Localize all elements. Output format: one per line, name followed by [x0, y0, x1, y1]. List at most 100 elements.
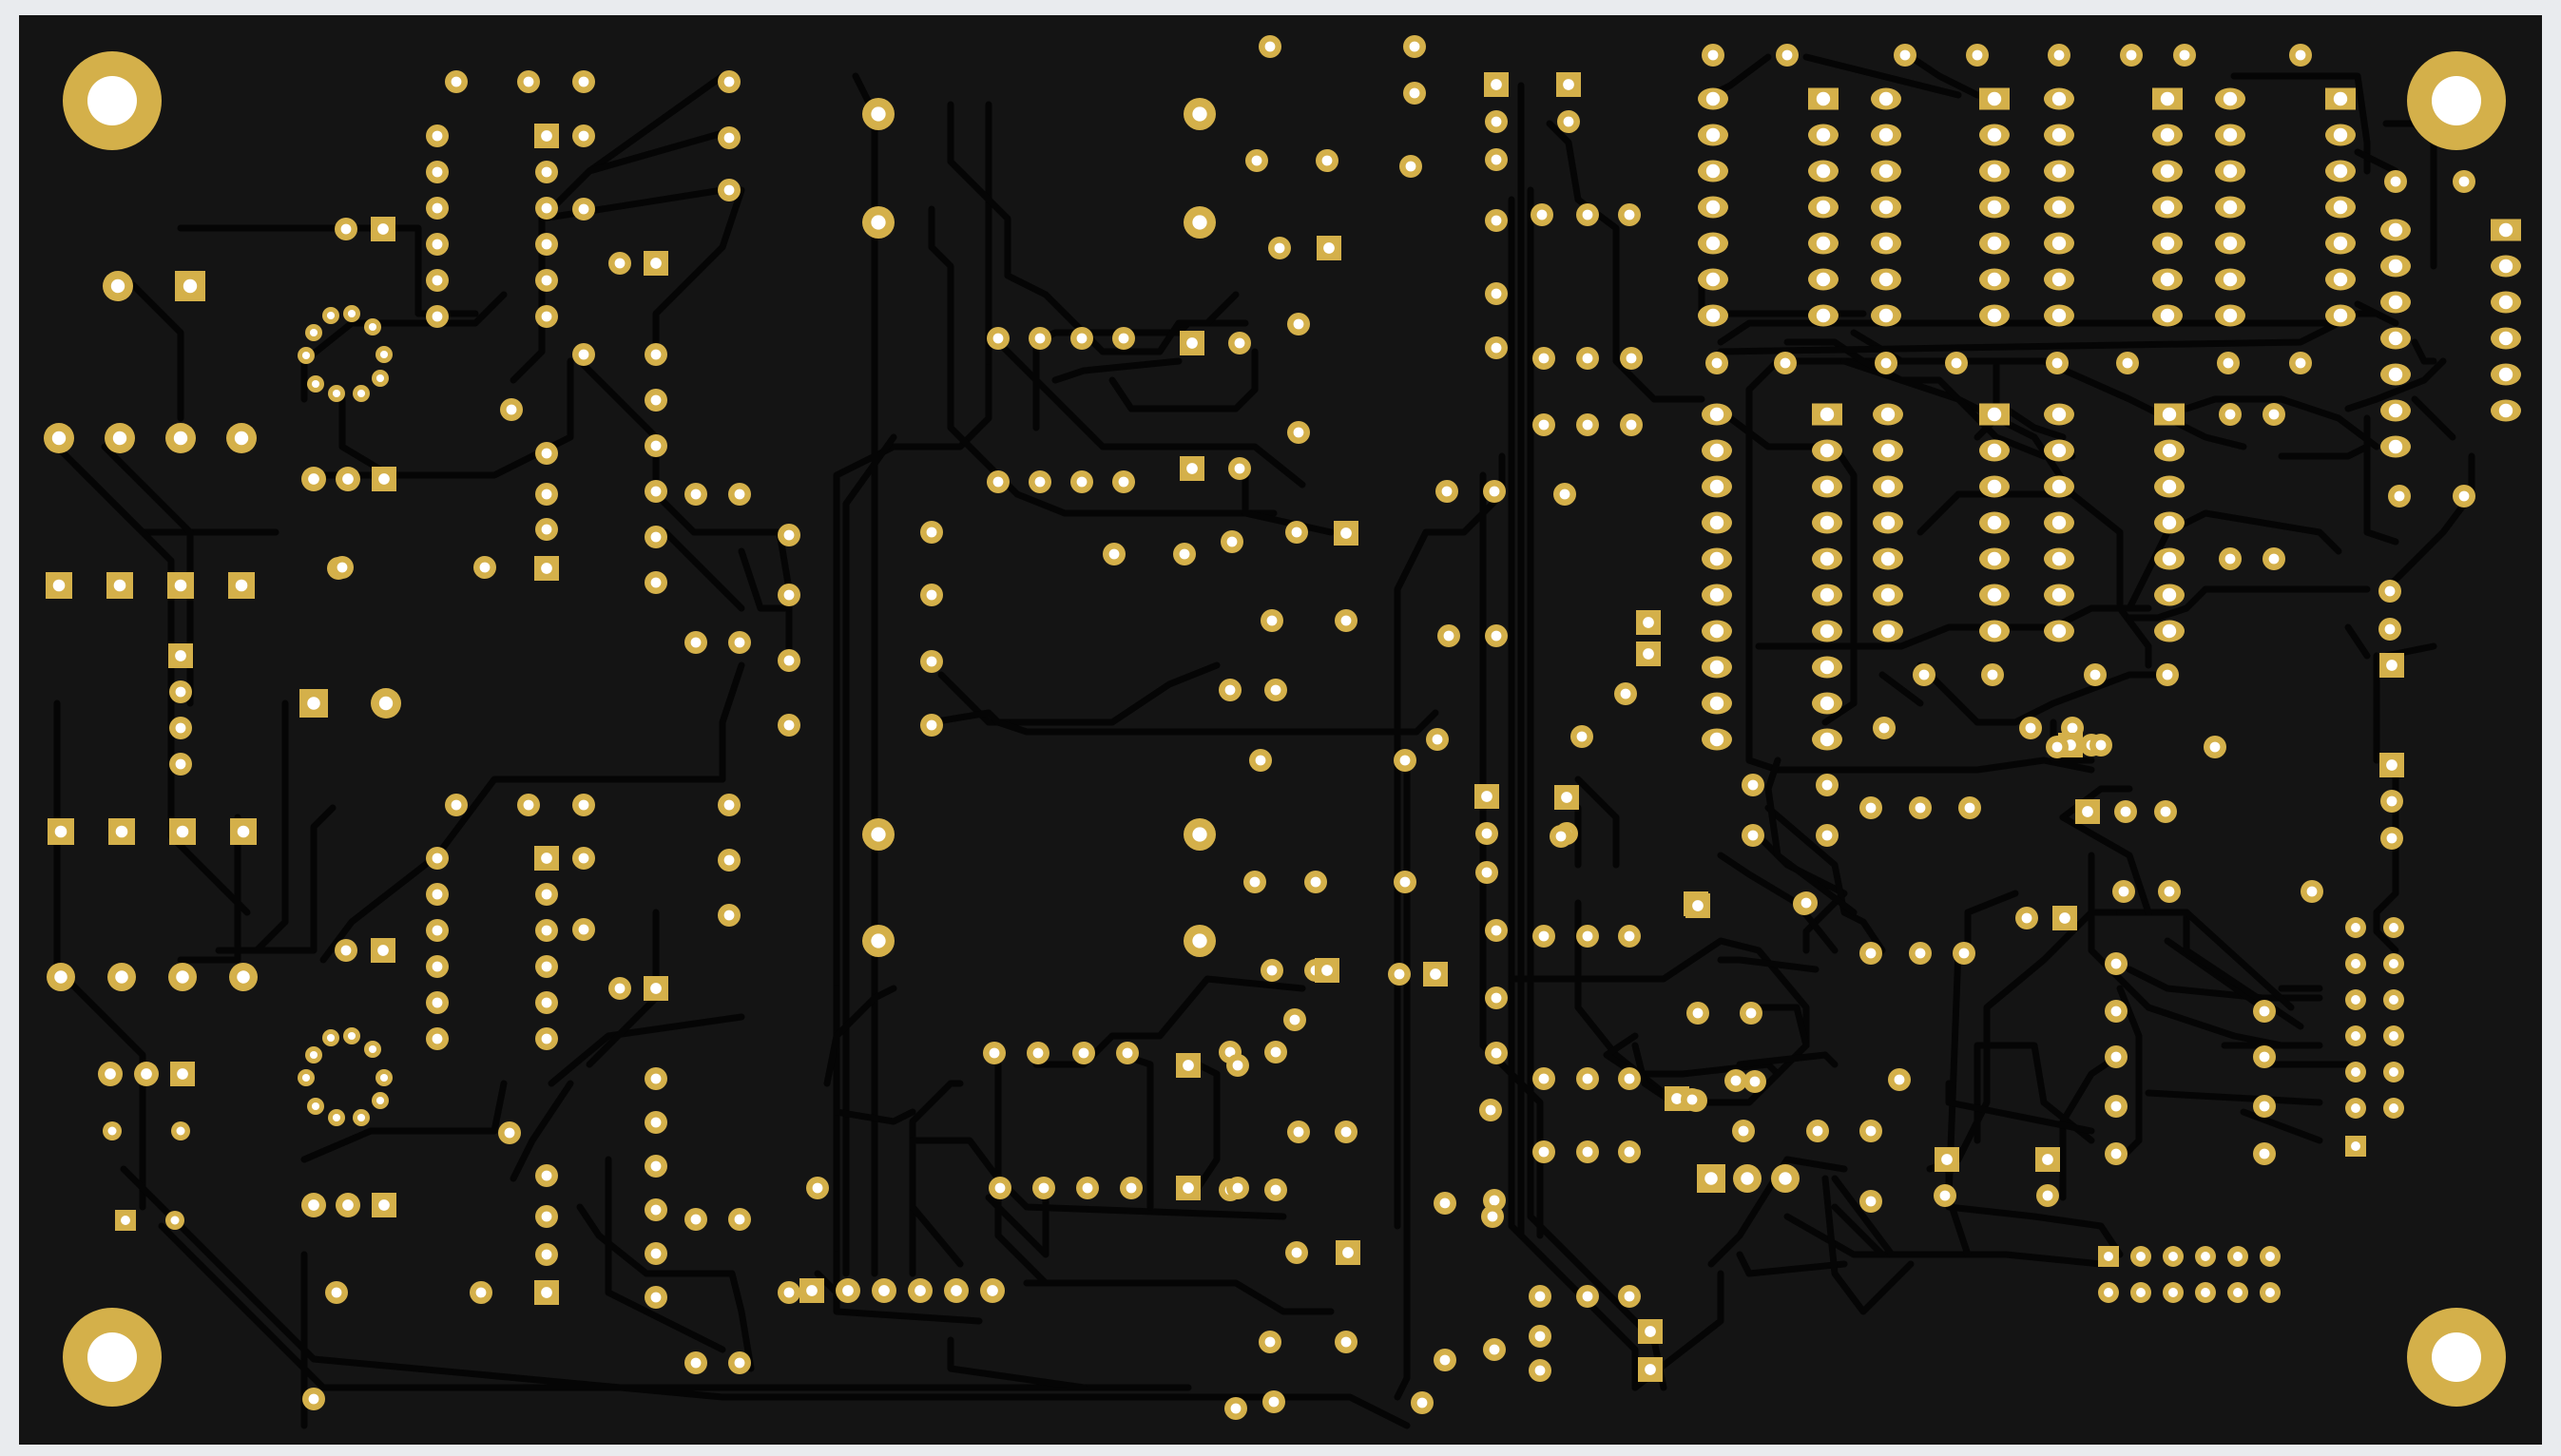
round-pad: [1426, 728, 1449, 751]
pad-drill: [1820, 479, 1835, 494]
mounting-holes: [63, 51, 2506, 1407]
pad-drill: [175, 758, 186, 770]
round-pad: [1120, 1177, 1143, 1199]
pad-drill: [1626, 419, 1637, 431]
square-pad: [534, 124, 559, 148]
square-pad: [228, 572, 255, 599]
pad-drill: [432, 275, 443, 286]
pad-drill: [994, 1182, 1006, 1194]
round-pad: [1620, 347, 1643, 370]
round-pad: [305, 324, 322, 341]
pad-drill: [2053, 49, 2065, 61]
round-pad: [2044, 547, 2074, 570]
pad-drill: [541, 997, 552, 1008]
pad-drill: [1192, 215, 1207, 230]
copper-trace: [823, 985, 897, 1087]
round-pad: [1072, 1042, 1095, 1064]
round-pad: [2044, 511, 2074, 534]
round-pad: [2215, 268, 2245, 291]
round-pad: [1702, 439, 1732, 462]
round-pad: [1485, 624, 1508, 647]
round-pad: [1812, 656, 1842, 679]
round-pad: [1702, 547, 1732, 570]
round-pad: [1981, 663, 2004, 686]
pad-drill: [2233, 1252, 2243, 1261]
pad-drill: [2051, 357, 2063, 369]
pad-drill: [650, 486, 662, 497]
pad-drill: [1880, 357, 1892, 369]
pad-drill: [1709, 551, 1724, 566]
pad-drill: [1264, 41, 1276, 52]
copper-trace: [576, 1203, 755, 1372]
pad-drill: [121, 1216, 130, 1225]
round-pad: [1871, 268, 1901, 291]
pad-drill: [432, 889, 443, 900]
round-pad: [445, 794, 468, 816]
round-pad: [1226, 1177, 1249, 1199]
round-pad: [1806, 1120, 1829, 1142]
round-pad: [1743, 1070, 1766, 1093]
round-pad: [500, 398, 523, 421]
round-pad: [1184, 925, 1216, 957]
pad-drill: [1491, 1047, 1502, 1059]
pad-drill: [734, 637, 745, 648]
round-pad: [1434, 1192, 1456, 1215]
pad-drill: [2042, 1190, 2053, 1201]
pad-drill: [2162, 443, 2177, 458]
pad-drill: [2268, 409, 2280, 420]
pad-drill: [432, 853, 443, 864]
square-pad: [1484, 72, 1509, 97]
pad-drill: [2389, 995, 2398, 1005]
pad-drill: [2389, 1103, 2398, 1113]
round-pad: [1261, 959, 1283, 982]
round-pad: [645, 1286, 667, 1309]
pad-drill: [2051, 587, 2067, 603]
round-pad: [1184, 98, 1216, 130]
round-pad: [1812, 728, 1842, 751]
copper-trace: [1717, 319, 2333, 346]
pad-drill: [1538, 930, 1550, 942]
copper-trace: [1546, 120, 1705, 403]
round-pad: [608, 977, 631, 1000]
pad-drill: [1816, 272, 1831, 287]
round-pad: [353, 385, 370, 402]
round-pad: [2215, 87, 2245, 110]
pad-drill: [541, 889, 552, 900]
pad-drill: [2051, 479, 2067, 494]
round-pad: [1618, 1285, 1641, 1308]
round-pad: [1873, 403, 1903, 426]
copper-trace: [1916, 490, 2152, 669]
copper-trace: [2183, 395, 2380, 450]
pad-drill: [2104, 1288, 2113, 1297]
pad-drill: [2179, 49, 2190, 61]
pad-drill: [1880, 479, 1896, 494]
round-pad: [1873, 717, 1896, 739]
round-pad: [1945, 352, 1968, 374]
pad-drill: [2333, 200, 2348, 215]
round-pad: [1979, 160, 2010, 182]
pad-drill: [614, 258, 626, 269]
pad-drill: [578, 799, 589, 811]
pad-drill: [1274, 242, 1285, 254]
pad-drill: [1232, 1182, 1243, 1194]
pad-drill: [812, 1182, 823, 1194]
pad-drill: [1878, 200, 1894, 215]
pad-drill: [1183, 1060, 1194, 1071]
round-pad: [862, 206, 895, 239]
round-pad: [2098, 1282, 2119, 1303]
pad-drill: [1705, 308, 1721, 323]
pad-drill: [332, 389, 341, 398]
pad-drill: [1409, 41, 1420, 52]
square-pad: [106, 572, 133, 599]
pad-drill: [1323, 242, 1335, 254]
pad-drill: [2223, 127, 2238, 143]
pad-drill: [541, 563, 552, 574]
round-pad: [806, 1177, 829, 1199]
square-pad: [1554, 785, 1579, 810]
round-pad: [2325, 304, 2356, 327]
pad-drill: [2333, 127, 2348, 143]
pad-drill: [1082, 1182, 1093, 1194]
pad-drill: [2051, 127, 2067, 143]
round-pad: [322, 1029, 339, 1046]
round-pad: [2105, 1095, 2128, 1118]
